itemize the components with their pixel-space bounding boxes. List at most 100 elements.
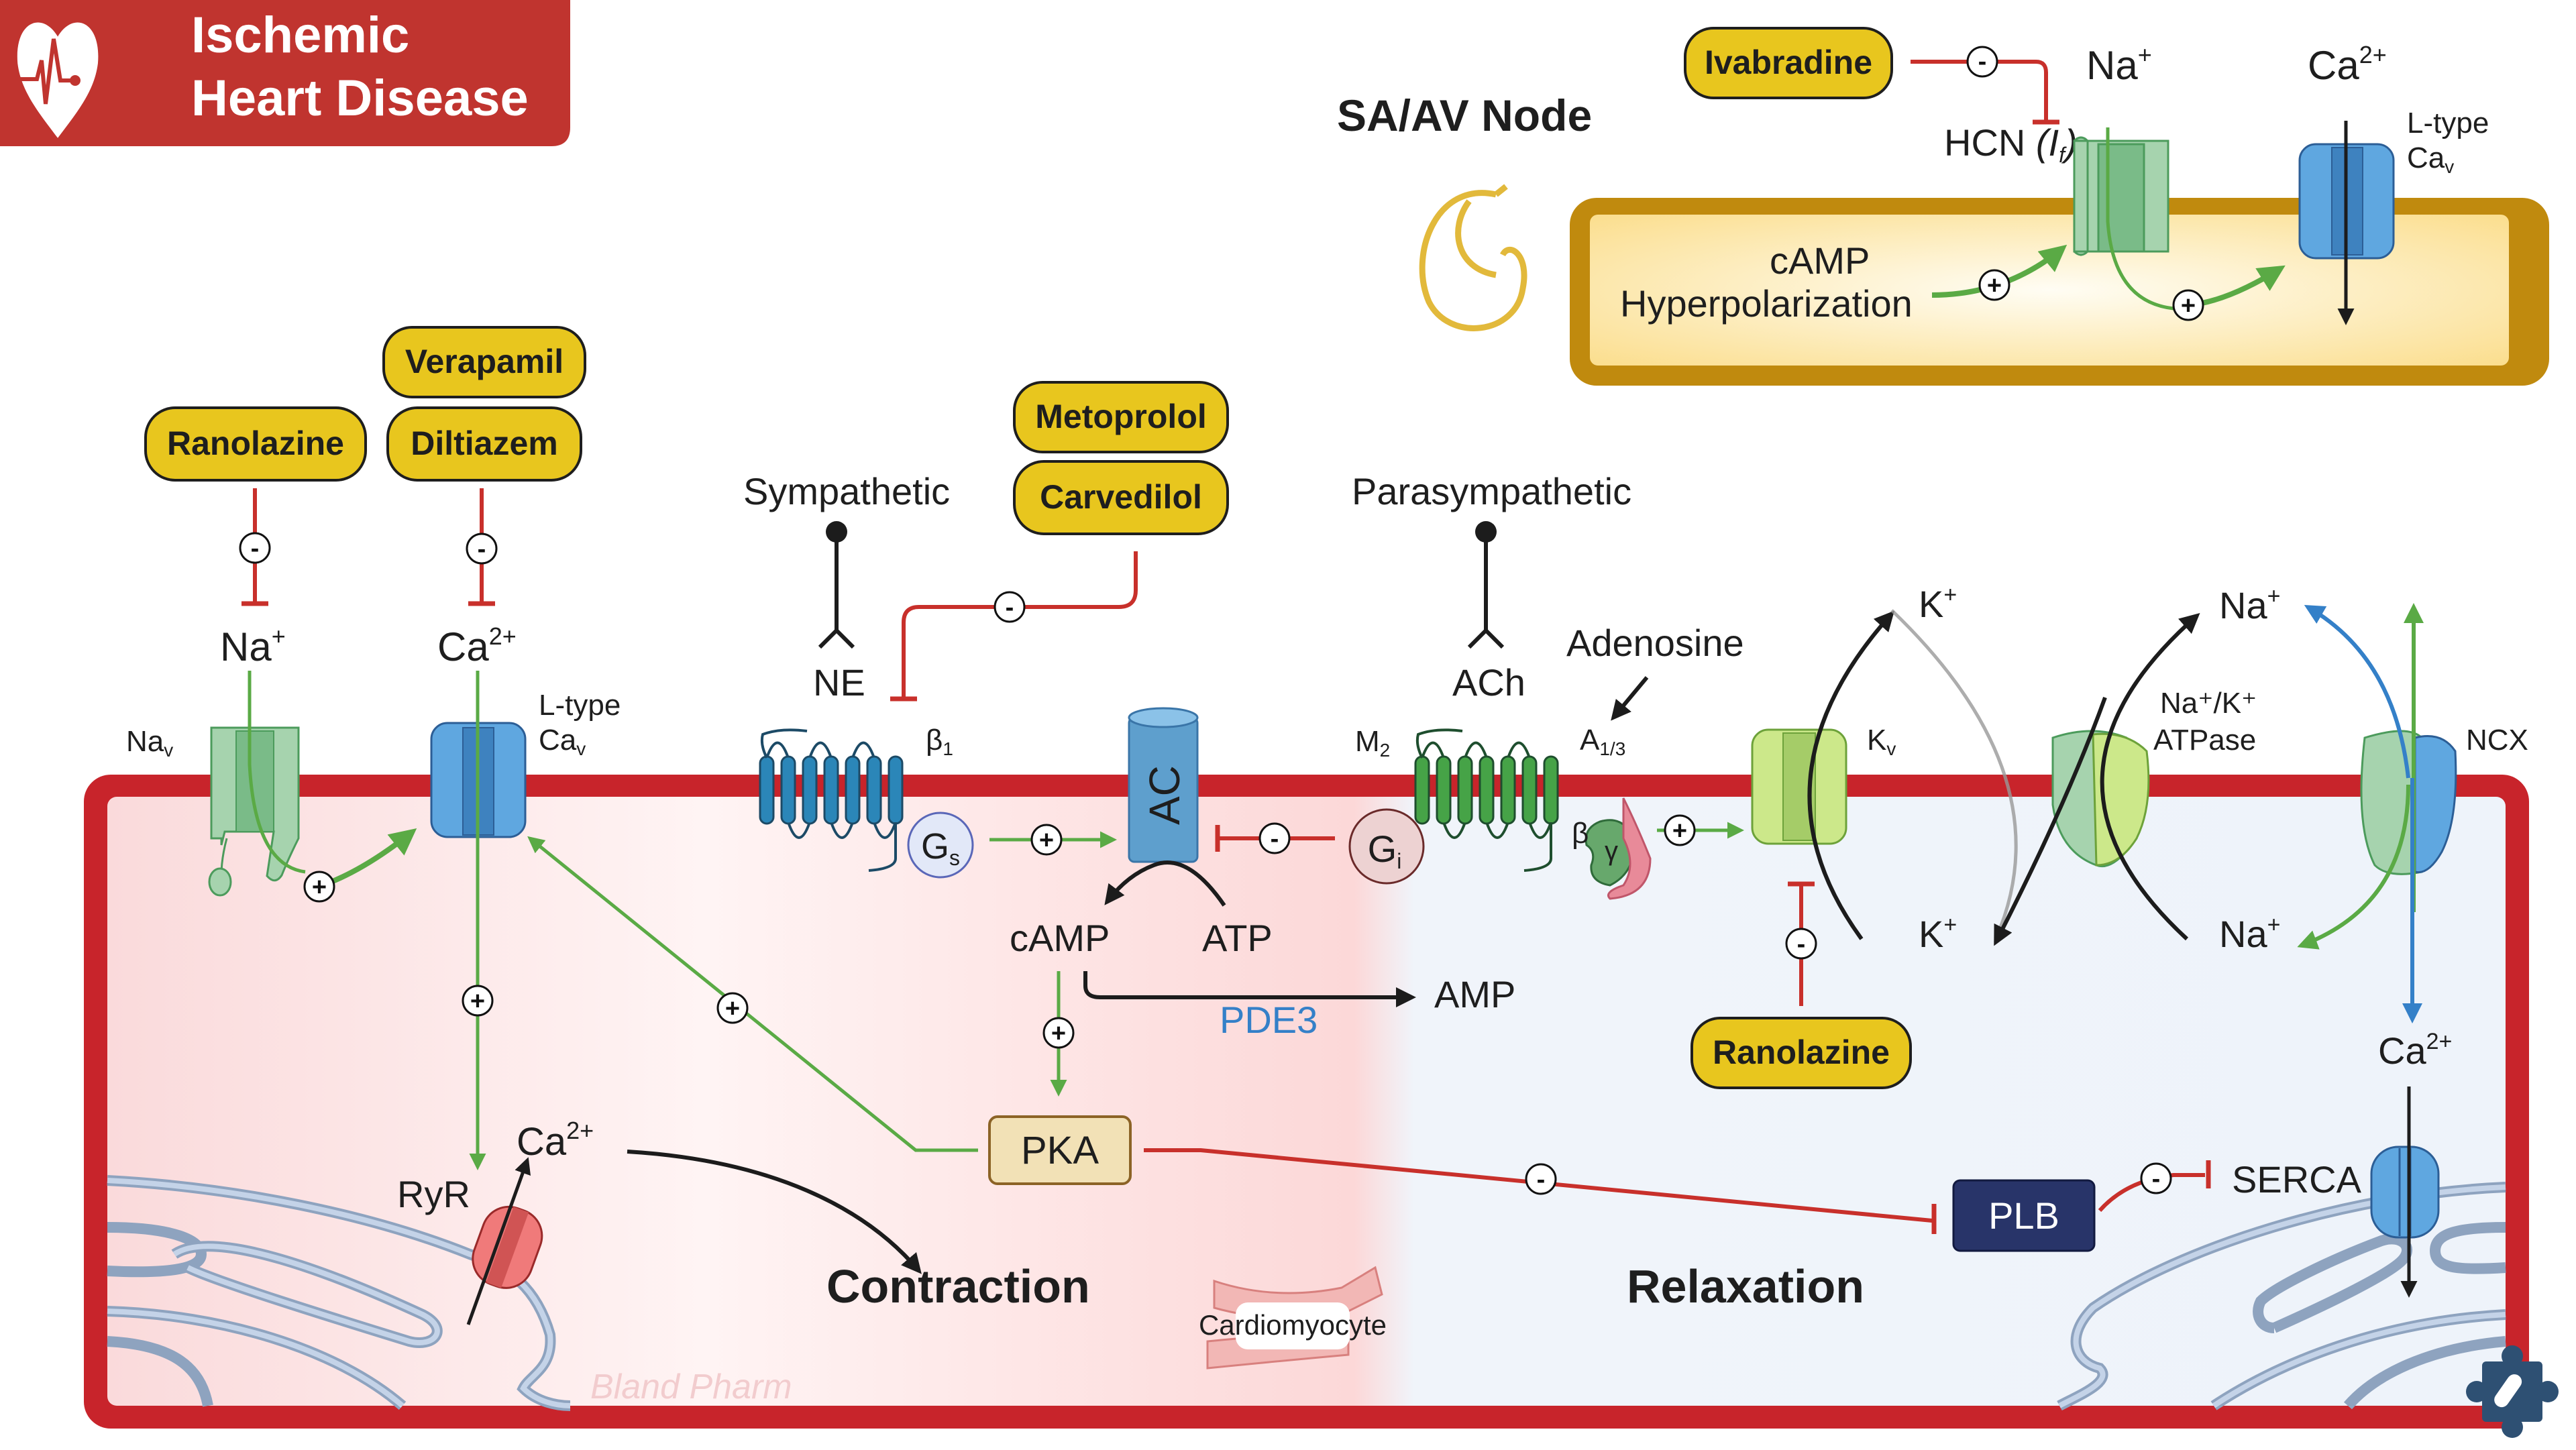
transmembrane-helix [823,755,839,825]
pde3-label[interactable]: PDE3 [1220,999,1318,1041]
ranolazine-kv-label: Ranolazine [1713,1034,1890,1071]
ncx-blue-arrow [2304,604,2410,779]
gi-protein[interactable] [1348,808,1425,885]
nav-label: Nav [126,725,173,761]
transmembrane-helix [1436,755,1452,825]
plus-sign-icon: + [2172,289,2204,321]
carvedilol-label: Carvedilol [1040,478,1202,516]
sa-na-ion: Na+ [2086,41,2152,88]
metoprolol-drug-badge[interactable] [1013,381,1229,453]
kv-channel[interactable] [1751,728,1847,845]
pka-label: PKA [1021,1129,1099,1172]
beta-subunit-label: β [1572,817,1589,850]
contraction-label: Contraction [826,1260,1090,1313]
transmembrane-helix [1521,755,1538,825]
transmembrane-helix [1543,755,1559,825]
minus-sign-icon: - [1966,46,1998,78]
svg-text:-: - [478,535,486,563]
transmembrane-helix [1479,755,1495,825]
gs-protein[interactable] [907,812,974,879]
sarcoplasmic-reticulum-right-inner [2058,1184,2506,1408]
cytoplasm [107,797,2506,1406]
transmembrane-helix [888,755,904,825]
ivabradine-drug-badge[interactable] [1684,27,1893,99]
title-line1: Ischemic [191,7,409,64]
diltiazem-drug-badge[interactable] [386,406,582,482]
hcn-channel[interactable] [2073,136,2169,256]
svg-text:-: - [1978,48,1987,76]
receptor-loop [1442,822,1466,839]
transmembrane-helix [802,755,818,825]
verapamil-drug-badge[interactable] [382,326,586,398]
receptor-loop [787,822,811,839]
k-influx-arrow [1994,696,2107,946]
transmembrane-helix [1500,755,1516,825]
ltype-label: L-type [539,689,621,722]
kv-label: Kv [1867,724,1896,759]
atp-label: ATP [1202,917,1273,959]
minus-sign-icon: - [239,532,271,564]
ca-ion-label: Ca2+ [437,622,517,669]
na-k-atpase[interactable] [2051,730,2150,868]
svg-text:-: - [1537,1166,1546,1194]
svg-text:-: - [251,535,260,563]
camp-label: cAMP [1010,917,1110,959]
svg-text:-: - [1797,930,1806,958]
ach-label: ACh [1452,661,1525,704]
cav-label: Cav [539,724,586,759]
ranolazine-kv-drug-badge[interactable] [1690,1017,1912,1089]
transmembrane-helix [1414,755,1430,825]
atp-to-camp-arrow [1104,860,1226,907]
plb-box[interactable] [1952,1179,2096,1252]
m2-label: M2 [1355,725,1390,761]
serca-pump[interactable] [2370,1146,2440,1239]
sa-ca-ion: Ca2+ [2308,41,2387,88]
minus-sign-icon: - [1525,1163,1557,1195]
receptor-loop [830,822,854,839]
pka-box[interactable] [988,1115,1132,1185]
svg-text:+: + [470,987,485,1015]
camp-to-amp-arrow [1083,971,1416,1007]
sa-cav-label: Cav [2407,142,2454,177]
title-line2: Heart Disease [191,70,529,127]
c-terminus [1523,822,1552,872]
carvedilol-drug-badge[interactable] [1013,460,1229,535]
receptor-loop [1507,741,1531,759]
cardiomyocyte-icon: Cardiomyocyte [1199,1266,1387,1370]
k-ion-in: K+ [1919,912,1957,955]
diltiazem-label: Diltiazem [411,425,558,462]
minus-sign-icon: - [466,533,498,565]
k-ion-out: K+ [1919,582,1957,625]
na-ion-in: Na+ [2219,912,2280,955]
ac-label: AC [1140,765,1189,825]
receptor-loop [1464,741,1488,759]
ranolazine-nav-group: Ranolazine - Na+ [144,406,367,669]
na-efflux-arrow [2100,613,2200,941]
ryr-ca-ion: Ca2+ [517,1117,594,1164]
receptor-loop [1528,822,1552,839]
n-terminus [760,728,808,759]
transmembrane-helix [1457,755,1473,825]
heart-ecg-icon [17,22,99,138]
sa-av-node-panel: SA/AV Node cAMP Hyperpolarization Ivabra… [1337,27,2549,386]
n-terminus [1415,728,1463,759]
ncx-ca-ion: Ca2+ [2378,1029,2452,1072]
metoprolol-label: Metoprolol [1035,398,1207,435]
gi-label: Gi [1368,828,1402,873]
svg-text:+: + [2181,292,2196,320]
ivabradine-inhibition-line [1911,60,2048,121]
m2-receptor[interactable] [1414,728,1559,872]
svg-text:+: + [1672,817,1687,845]
svg-text:+: + [725,995,740,1023]
verapamil-label: Verapamil [405,343,564,380]
beta1-receptor[interactable] [759,728,904,872]
svg-text:-: - [1271,825,1279,853]
ryr-label: RyR [397,1173,470,1215]
c-terminus [868,822,897,872]
parasympathetic-neuron-icon [1467,521,1505,649]
cardiomyocyte-cell: Bland Pharm [84,775,2529,1429]
svg-text:+: + [1987,272,2002,300]
ranolazine-drug-badge[interactable] [144,406,367,482]
g-beta-gamma[interactable] [1585,797,1652,900]
